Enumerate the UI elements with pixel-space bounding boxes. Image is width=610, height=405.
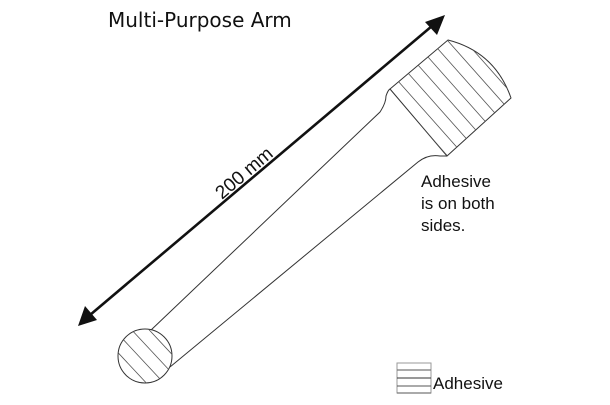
arrowhead-end-icon (425, 15, 445, 35)
arm-shape (149, 88, 447, 368)
legend-label: Adhesive (433, 374, 503, 393)
note-line-3: sides. (421, 216, 465, 235)
legend-swatch-hatch-icon (396, 362, 432, 394)
dimension-label: 200 mm (212, 143, 278, 204)
arm-shaft-upper-edge (149, 88, 391, 332)
note-line-2: is on both (421, 194, 495, 213)
arrowhead-start-icon (78, 306, 97, 326)
arm-shaft-lower-edge (169, 155, 447, 368)
adhesive-note: Adhesive is on both sides. (421, 172, 495, 235)
legend: Adhesive (396, 362, 503, 394)
diagram-title: Multi-Purpose Arm (108, 8, 292, 32)
dimension-arrow (78, 15, 445, 326)
note-line-1: Adhesive (421, 172, 491, 191)
adhesive-pad (389, 39, 512, 157)
